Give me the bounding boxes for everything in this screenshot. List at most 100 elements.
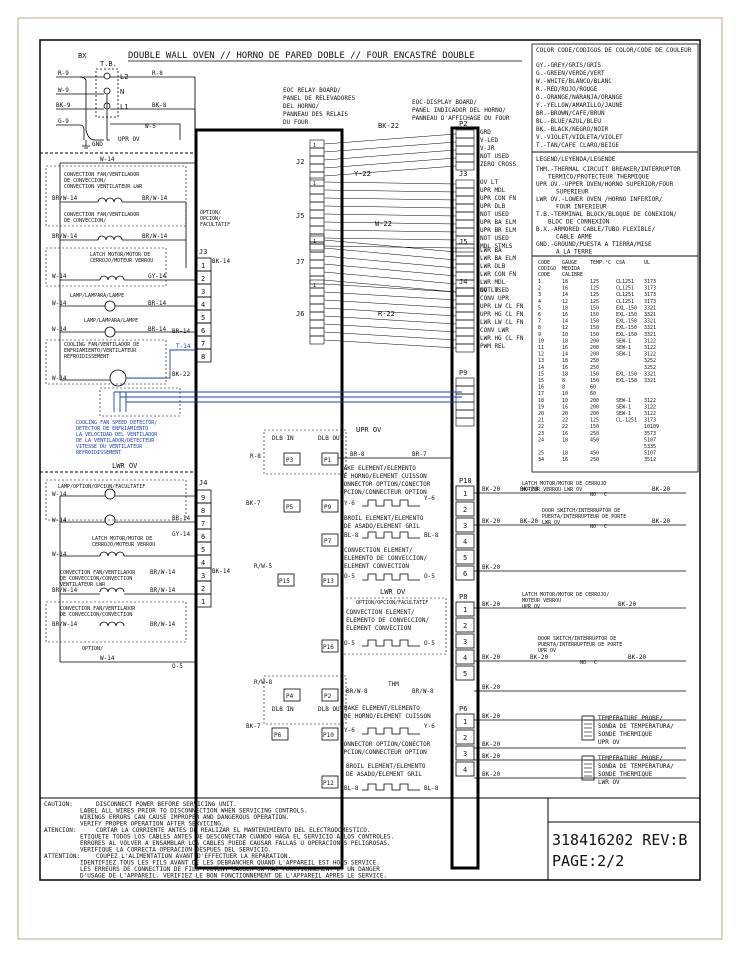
lower-wire-w14-b: W-14: [52, 517, 67, 524]
relay-pin: [309, 217, 325, 227]
wire-o5-d: O-5: [424, 640, 435, 647]
conv-elem-lower-4: ELEMENT CONVECTION: [346, 625, 411, 632]
gauge-cell: 5107: [644, 451, 656, 457]
gauge-cell: 125: [590, 279, 599, 285]
legend-item: CABLE ARME: [556, 234, 593, 241]
legend-item: T.B.-TERMINAL BLOCK/BLOQUE DE CONEXION/: [536, 211, 677, 218]
gauge-cell: 34: [538, 457, 544, 463]
gauge-cell: CL1251: [616, 286, 634, 292]
display-pin-label: PWM REL: [480, 343, 506, 350]
j3-pin-number: 4: [201, 301, 205, 309]
gauge-cell: 3321: [644, 312, 656, 318]
speed-detector-label-2: DETECTOR DE ENFRIAMIENTO: [76, 426, 148, 432]
display-board-title-3: PANNEAU D'AFFICHAGE DU FOUR: [412, 115, 510, 122]
right-pin-number: 3: [463, 750, 467, 758]
display-board-title: EOC-DISPLAY BOARD/ PANEL INDICADOR DEL H…: [412, 99, 510, 122]
gauge-cell: 20: [562, 411, 568, 417]
legend-item: B.X.-ARMORED CABLE/TUBO FLEXIBLE/: [536, 226, 656, 233]
display-pin-label: OV LT: [480, 287, 498, 294]
wire-bk20-mid-4: BK-20: [530, 654, 548, 661]
gauge-cell: 150: [590, 332, 599, 338]
right-pin: [455, 729, 475, 745]
display-pin-label: UPR MDL: [480, 187, 506, 194]
display-pin-label: MDL STMLS: [480, 243, 513, 250]
relay-p10: P10: [323, 732, 334, 739]
conv-elem-upper-3: ELEMENT CONVECTION: [344, 563, 409, 570]
gauge-cell: 250: [590, 358, 599, 364]
wire-y6-c: Y-6: [344, 727, 355, 734]
conv-elem-lower-3: ELEMENTO DE CONVECCION/: [346, 617, 429, 624]
bus-wires: BK-22Y-22W-22R-22: [323, 122, 457, 349]
lower-wire-w14-d: W-14: [100, 655, 115, 662]
drawing-border: [39, 39, 701, 881]
caution-text: ERRORES AL VOLVER A ENSAMBLAR LOS CABLES…: [80, 840, 391, 847]
lower-latch-label-1: LATCH MOTOR/MOTOR DE: [92, 536, 152, 542]
speed-detector-label-6: REFROIDISSEMENT: [76, 450, 121, 456]
display-pin-label: ZERO CROSS: [480, 161, 517, 168]
display-pin: [455, 195, 475, 205]
relay-board-title-2: PANEL DE RELEVADORES: [283, 95, 356, 102]
right-pin: [455, 565, 475, 581]
wire-o5-a: O-5: [344, 573, 355, 580]
display-pin: [455, 295, 475, 305]
wire-o5-b: O-5: [424, 573, 435, 580]
cooling-label-3: REFROIDISSEMENT: [64, 354, 109, 360]
display-pin: [455, 343, 475, 353]
gauge-cell: 12: [562, 325, 568, 331]
display-connector-label-2: J5: [459, 238, 467, 246]
cooling-fan-icon: [109, 369, 127, 387]
title-block: 318416202 REV:B PAGE:2/2: [548, 821, 700, 870]
gauge-cell: CL1251: [616, 299, 634, 305]
lower-conv-fan-coil-2: [99, 621, 125, 627]
gauge-cell: 3512: [644, 457, 656, 463]
right-side-components: LATCH MOTOR/MOTOR DE CERROJO MOTEUR VERR…: [522, 481, 674, 786]
display-pin-p9: [455, 401, 475, 411]
gauge-cell: 125: [590, 418, 599, 424]
caution-text: ETIQUETE TODOS LOS CABLES ANTES DE DESCO…: [80, 834, 394, 841]
color-code-item: GY.-GREY/GRIS/GRIS: [536, 62, 601, 69]
wire-bk20-left: BK-20: [482, 654, 500, 661]
conv-elem-upper-1: CONVECTION ELEMENT/: [344, 547, 413, 554]
conv-fan-option-box: [45, 165, 187, 227]
relay-p15: P15: [279, 578, 290, 585]
relay-p13: P13: [323, 578, 334, 585]
gauge-cell: 18: [562, 305, 568, 311]
gauge-cell: 450: [590, 451, 599, 457]
right-pin-number: 2: [463, 506, 467, 514]
gauge-cell: 14: [562, 352, 568, 358]
j3-pin: [196, 348, 212, 363]
display-pin-label: V-LED: [480, 137, 498, 144]
display-pin-label: CONV UPR: [480, 295, 509, 302]
display-pin-p9: [455, 417, 475, 427]
right-pin: [455, 761, 475, 777]
wire-bk20-right-2: BK-20: [652, 518, 670, 525]
gauge-cell: 14: [562, 319, 568, 325]
relay-pin-num-3: 1: [313, 283, 316, 289]
broil-lower-2: DE ASADO/ELEMENT GRIL: [346, 771, 422, 778]
caution-block: CAUTION:DISCONNECT POWER BEFORE SERVICIN…: [40, 797, 700, 880]
relay-pin: [309, 259, 325, 269]
j4-pin-number: 4: [201, 559, 205, 567]
gauge-cell: 150: [590, 378, 599, 384]
wire-y6-d: Y-6: [424, 723, 435, 730]
relay-pin: [309, 311, 325, 321]
lower-wire-gy14: GY-14: [172, 531, 190, 538]
cooling-label-1: COOLING FAN/VENTILADOR DE: [64, 342, 139, 348]
gauge-cell: 3122: [644, 411, 656, 417]
wire-brw14-b: BR/W-14: [142, 195, 168, 202]
conv-fan-label-2: DE CONVECCION/: [64, 178, 106, 184]
tb-label: T.B.: [100, 60, 117, 68]
lower-lamp-icon-1: [104, 488, 116, 500]
gauge-cell: SEW-1: [616, 338, 631, 344]
switch-c-2: C: [594, 660, 597, 666]
gauge-cell: 16: [562, 365, 568, 371]
caution-text: VERIFY PROPER OPERATION AFTER SERVICING.: [80, 821, 225, 828]
dlb-in-upper: DLB IN: [272, 435, 294, 442]
conv-elem-lower-2: CONVECTION ELEMENT/: [346, 609, 415, 616]
color-code-title: COLOR CODE/CODIGOS DE COLOR/CODE DE COUL…: [536, 47, 692, 54]
gauge-cell: 18: [562, 358, 568, 364]
j3-pin-number: 2: [201, 275, 205, 283]
lower-wire-brw14-e: BR/W-14: [150, 621, 176, 628]
conv-elem-upper-2: ELEMENTO DE CONVECCION/: [344, 555, 427, 562]
lower-conv-fan-coil-1: [99, 587, 125, 593]
